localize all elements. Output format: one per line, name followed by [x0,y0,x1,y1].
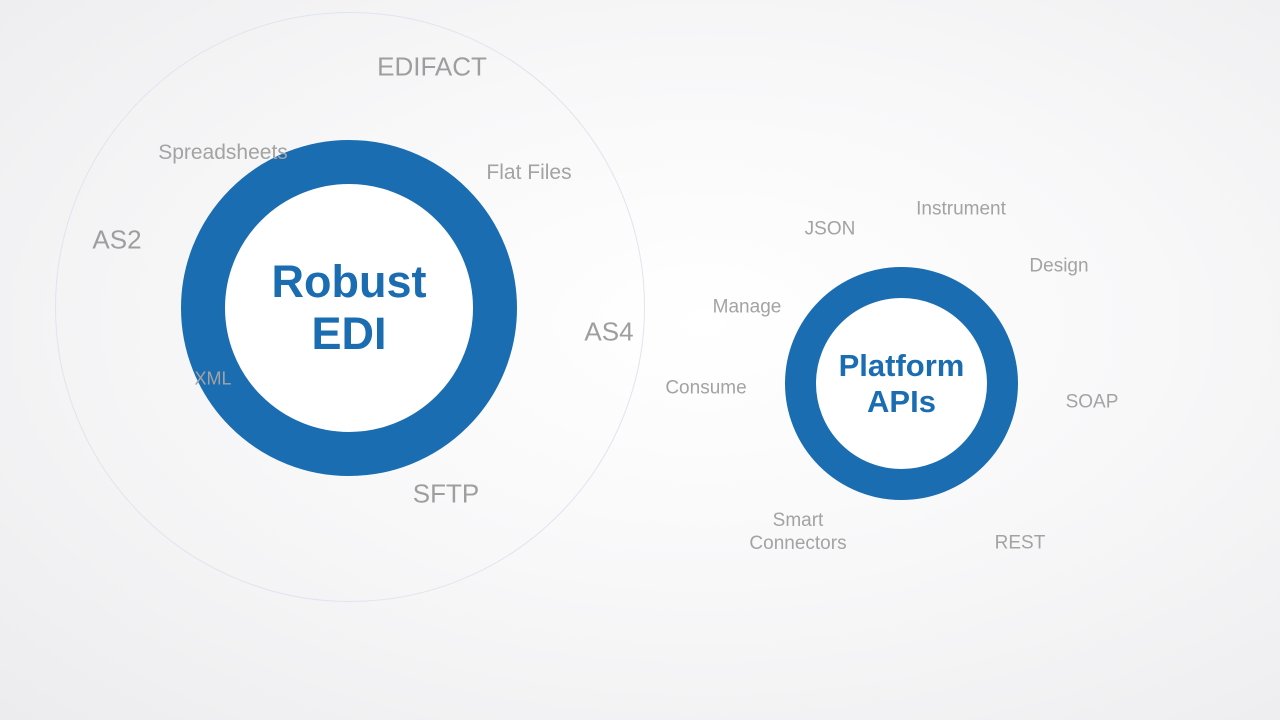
tag-soap: SOAP [1065,391,1119,413]
platform-apis-title: Platform APIs [839,348,965,420]
tag-smart-connectors: Smart Connectors [749,509,846,555]
robust-edi-title-line2: EDI [311,308,387,359]
tag-smart-connectors-line1: Smart [772,510,824,531]
robust-edi-title: Robust EDI [272,256,427,360]
platform-apis-title-line1: Platform [838,347,965,383]
platform-apis-ring: Platform APIs [785,267,1018,500]
tag-xml: XML [194,368,232,389]
tag-consume: Consume [665,377,747,399]
tag-manage: Manage [712,296,782,318]
tag-smart-connectors-line2: Connectors [749,533,847,554]
tag-as2: AS2 [92,224,142,255]
tag-edifact: EDIFACT [377,51,487,82]
edi-outer-halo [55,12,645,602]
robust-edi-ring: Robust EDI [181,140,517,476]
tag-json: JSON [804,218,856,240]
tag-rest: REST [994,532,1046,554]
tag-instrument: Instrument [916,198,1006,220]
platform-apis-title-line2: APIs [867,383,936,419]
tag-spreadsheets: Spreadsheets [158,141,288,164]
tag-design: Design [1029,255,1089,277]
tag-as4: AS4 [584,316,634,347]
robust-edi-title-line1: Robust [271,256,427,307]
tag-flat-files: Flat Files [486,161,572,184]
tag-sftp: SFTP [412,478,480,509]
